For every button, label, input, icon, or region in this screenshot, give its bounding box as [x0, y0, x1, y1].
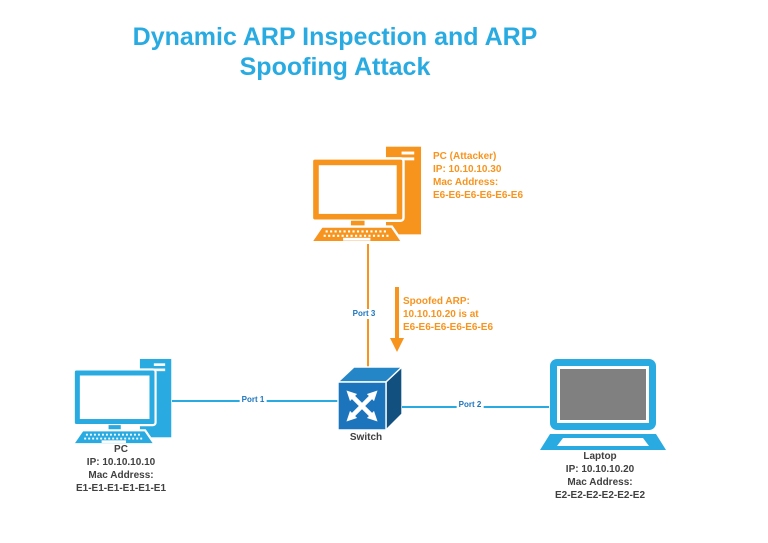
laptop-display — [560, 369, 646, 420]
victim-pc-icon — [72, 358, 172, 446]
laptop-label-block: Laptop IP: 10.10.10.20 Mac Address: E2-E… — [555, 450, 645, 502]
spoofed-arp-title: Spoofed ARP: — [403, 296, 470, 307]
switch-label: Switch — [349, 432, 383, 443]
port1-label: Port 1 — [239, 395, 267, 405]
spoofed-arp-arrowhead — [390, 338, 404, 352]
tower-vent — [401, 151, 415, 155]
keyboard-spacebar — [343, 237, 371, 241]
laptop-name-label: Laptop — [583, 451, 617, 462]
pc-name-label: PC — [114, 444, 128, 455]
laptop-ip-label: IP: 10.10.10.20 — [565, 464, 635, 475]
spoofed-arp-line3: E6-E6-E6-E6-E6-E6 — [403, 322, 494, 333]
attacker-name-label: PC (Attacker) — [433, 151, 497, 162]
attacker-pc-icon — [310, 146, 422, 244]
attacker-label-block: PC (Attacker) IP: 10.10.10.30 Mac Addres… — [433, 150, 523, 202]
pc-monitor-screen — [318, 165, 397, 214]
tower-vent — [153, 368, 166, 372]
pc-ip-label: IP: 10.10.10.10 — [86, 457, 156, 468]
monitor-stand — [108, 425, 121, 432]
port3-label: Port 3 — [350, 309, 378, 319]
pc-monitor-screen — [79, 375, 150, 420]
spoofed-arp-annotation: Spoofed ARP: 10.10.10.20 is at E6-E6-E6-… — [403, 295, 493, 334]
tower-vent — [153, 363, 166, 366]
keyboard-spacebar — [101, 440, 126, 443]
attacker-mac-label: E6-E6-E6-E6-E6-E6 — [433, 190, 524, 201]
attacker-ip-label: IP: 10.10.10.30 — [433, 164, 502, 175]
tower-vent — [401, 157, 415, 161]
pc-mac-label: E1-E1-E1-E1-E1-E1 — [75, 483, 167, 494]
attacker-mac-title-label: Mac Address: — [433, 177, 499, 188]
diagram-title: Dynamic ARP Inspection and ARP Spoofing … — [132, 23, 538, 81]
port2-label: Port 2 — [456, 400, 484, 410]
laptop-mac-label: E2-E2-E2-E2-E2-E2 — [554, 490, 646, 501]
laptop-icon — [540, 359, 666, 450]
switch-arrows-icon — [346, 390, 378, 422]
link-port3-line — [367, 244, 369, 368]
laptop-mac-title-label: Mac Address: — [567, 477, 633, 488]
laptop-keyboard-area — [557, 438, 649, 446]
pc-mac-title-label: Mac Address: — [88, 470, 154, 481]
monitor-stand — [350, 220, 365, 228]
pc-label-block: PC IP: 10.10.10.10 Mac Address: E1-E1-E1… — [76, 443, 166, 495]
spoofed-arp-arrow — [395, 287, 399, 339]
spoofed-arp-line2: 10.10.10.20 is at — [403, 309, 479, 320]
switch-icon — [337, 366, 403, 431]
